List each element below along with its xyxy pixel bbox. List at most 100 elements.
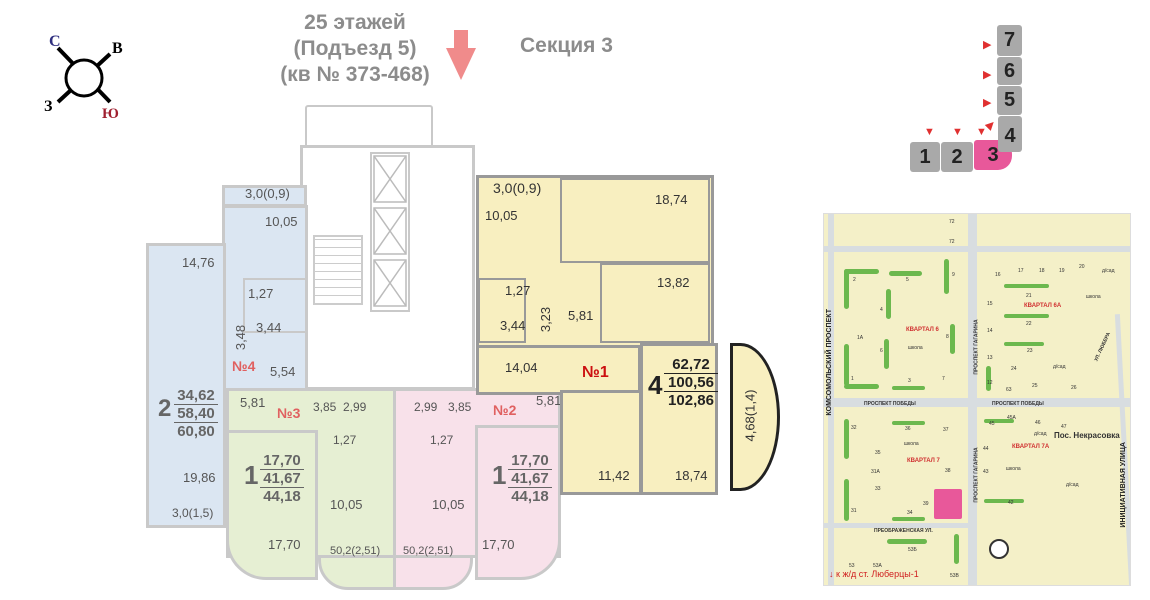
street-label: ПРОСПЕКТ ГАГАРИНА — [973, 319, 980, 375]
street-label: КОМСОМОЛЬСКИЙ ПРОСПЕКТ — [826, 309, 833, 416]
street-label: ПРОСПЕКТ ПОБЕДЫ — [864, 401, 916, 407]
station-label: к ж/д ст. Люберцы-1 — [836, 569, 919, 579]
kindergarten-label: д/сад — [1102, 268, 1115, 274]
section-4[interactable]: 4 — [998, 116, 1022, 152]
staircase — [313, 235, 363, 305]
apt4-balcony-bottom-area: 3,0(1,5) — [172, 506, 214, 520]
section-2[interactable]: 2 — [941, 142, 973, 172]
apartments-range-label: (кв № 373-468) — [280, 63, 430, 86]
apt4-rooms-count: 2 — [158, 395, 172, 422]
apt4-total-with-balcony: 60,80 — [177, 423, 215, 440]
apt3-hall-area: 5,81 — [240, 395, 266, 410]
compass-south: Ю — [102, 106, 119, 122]
sections-diagram: 1 2 3 4 5 6 7 ▼ ▼ ▼ ▶ ▶ ▶ ▶ — [890, 20, 1040, 180]
quarter-label: КВАРТАЛ 6 — [906, 327, 939, 333]
building-number: 37 — [943, 427, 949, 433]
building-number: 53А — [873, 563, 882, 569]
section-6[interactable]: 6 — [997, 57, 1022, 85]
apt3-loggia-area: 50,2(2,51) — [330, 545, 381, 557]
entrance-label: (Подъезд 5) — [293, 37, 417, 60]
entrance-arrow-icon: ▶ — [983, 39, 992, 51]
elevator-shaft — [370, 152, 410, 312]
apt4-room-area: 14,76 — [182, 255, 215, 270]
building-number: 47 — [1061, 424, 1067, 430]
apt2-rooms-count: 1 — [492, 460, 507, 490]
apt2-living-area: 17,70 — [508, 452, 552, 470]
station-direction: ↓ к ж/д ст. Люберцы-1 — [829, 569, 919, 579]
building-number: 45 — [989, 421, 995, 427]
apt4-bathroom — [243, 278, 308, 333]
building-number: 13 — [987, 355, 993, 361]
street-label: УЛ. ЛЮБЕРА — [1093, 331, 1112, 363]
building-number: 14 — [987, 328, 993, 334]
building-number: 3 — [908, 378, 911, 384]
apt3-room-area: 17,70 — [268, 537, 301, 552]
section-1[interactable]: 1 — [910, 142, 940, 172]
building-number: 23 — [1027, 348, 1033, 354]
entrance-arrow-icon: ▼ — [952, 126, 963, 138]
building-number: 42 — [1008, 500, 1014, 506]
building-number: 34 — [907, 510, 913, 516]
apt3-number: №3 — [277, 405, 301, 421]
village-label: Пос. Некрасовка — [1054, 431, 1120, 440]
building-number: 72 — [949, 219, 955, 225]
quarter-label: КВАРТАЛ 7А — [1012, 444, 1050, 450]
apt1-room-a-area: 18,74 — [655, 192, 688, 207]
building-number: 12 — [987, 380, 993, 386]
apt2-corridor-area: 3,85 — [448, 400, 472, 414]
building-number: 15 — [987, 301, 993, 307]
location-map: КВАРТАЛ 6 КВАРТАЛ 6А КВАРТАЛ 7 КВАРТАЛ 7… — [823, 213, 1131, 586]
building-number: 2 — [853, 277, 856, 283]
building-number: 17 — [1018, 268, 1024, 274]
apt3-total-area: 41,67 — [260, 470, 304, 488]
street-label: ПРОСПЕКТ ПОБЕДЫ — [992, 401, 1044, 407]
building-number: 18 — [1039, 268, 1045, 274]
building-number: 5 — [906, 277, 909, 283]
section-7[interactable]: 7 — [997, 25, 1022, 56]
street-label: ПРЕОБРАЖЕНСКАЯ УЛ. — [874, 528, 933, 534]
compass-west: З — [44, 98, 53, 115]
kindergarten-label: д/сад — [1066, 482, 1079, 488]
apt4-bath-area: 3,44 — [256, 320, 282, 335]
apt1-rooms-count: 4 — [648, 370, 663, 400]
apt4-hall-area: 5,54 — [270, 364, 296, 379]
apt1-balcony-area: 3,0(0,9) — [493, 180, 542, 196]
building-number: 36 — [905, 426, 911, 432]
building-number: 46 — [1035, 420, 1041, 426]
apt3-loggia — [318, 555, 396, 590]
compass-north: С — [49, 33, 61, 50]
apt3-rooms-count: 1 — [244, 460, 259, 490]
building-number: 31 — [851, 508, 857, 514]
apt2-total-area: 41,67 — [508, 470, 552, 488]
compass-east: В — [112, 40, 123, 57]
building-number: 1А — [857, 335, 864, 341]
building-number: 45А — [1007, 415, 1016, 421]
apt1-room-b — [600, 263, 710, 343]
compass-icon: С В З Ю — [40, 30, 130, 125]
floors-label: 25 этажей — [304, 11, 406, 34]
apt1-room-d-area: 18,74 — [675, 468, 708, 483]
current-building-marker — [934, 489, 962, 519]
entrance-arrow-icon: ▼ — [976, 126, 987, 138]
building-number: 7 — [942, 376, 945, 382]
apt2-bath-area: 2,99 — [414, 400, 438, 414]
apt4-living-area: 34,62 — [174, 387, 218, 405]
section-5[interactable]: 5 — [997, 86, 1022, 115]
building-number: 53 — [849, 563, 855, 569]
apt3-room — [226, 430, 318, 580]
school-label: школа — [1006, 466, 1021, 472]
building-number: 35 — [875, 450, 881, 456]
entrance-arrow-icon: ▶ — [983, 97, 992, 109]
apt3-bath-area: 2,99 — [343, 400, 367, 414]
apt2-loggia-area: 50,2(2,51) — [403, 545, 454, 557]
apt1-bath-area: 3,44 — [500, 318, 526, 333]
building-number: 53Б — [908, 547, 917, 553]
building-number: 6 — [880, 348, 883, 354]
apt1-loggia-area: 4,68(1,4) — [742, 389, 758, 442]
apt2-kitchen-area: 10,05 — [432, 497, 465, 512]
apt3-total-with-balcony: 44,18 — [263, 488, 301, 505]
